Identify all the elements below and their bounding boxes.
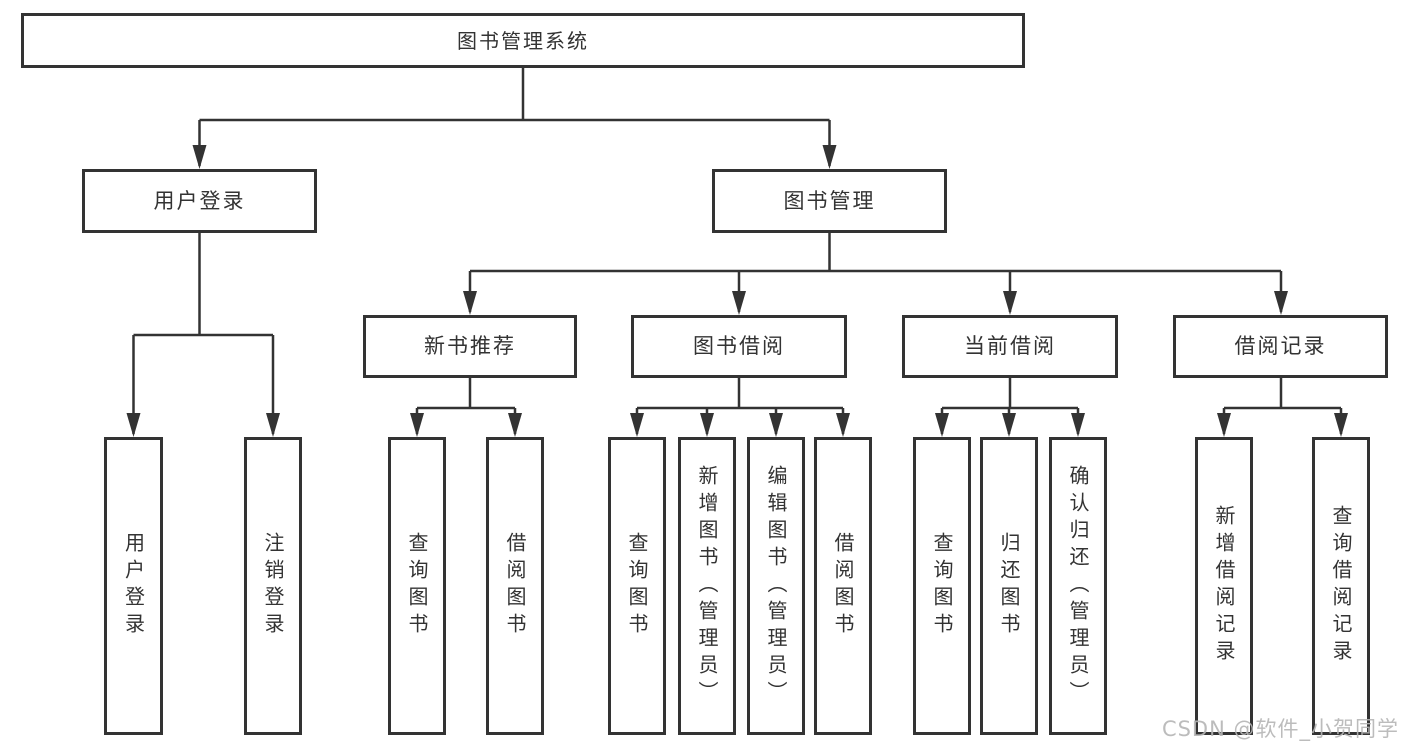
leaf-current-confirm-return: 确认归还（管理员） [1049,437,1107,735]
leaf-borrow-borrow-book: 借阅图书 [814,437,872,735]
leaf-borrow-edit-book: 编辑图书（管理员） [747,437,805,735]
leaf-current-return-book: 归还图书 [980,437,1038,735]
node-book-management: 图书管理 [712,169,947,233]
leaf-recommend-borrow-book: 借阅图书 [486,437,544,735]
leaf-borrow-add-book: 新增图书（管理员） [678,437,736,735]
leaf-record-add-record: 新增借阅记录 [1195,437,1253,735]
node-borrow-record: 借阅记录 [1173,315,1388,378]
node-root: 图书管理系统 [21,13,1025,68]
leaf-recommend-query-book: 查询图书 [388,437,446,735]
node-user-login: 用户登录 [82,169,317,233]
node-current-borrow: 当前借阅 [902,315,1118,378]
arrowheads [126,145,1348,437]
csdn-watermark: CSDN @软件_小贺同学 [1161,717,1399,741]
node-new-book-recommend: 新书推荐 [363,315,577,378]
node-book-borrow: 图书借阅 [631,315,847,378]
leaf-user-login: 用户登录 [104,437,163,735]
leaf-borrow-query-book: 查询图书 [608,437,666,735]
leaf-current-query-book: 查询图书 [913,437,971,735]
leaf-logout-login: 注销登录 [244,437,302,735]
leaf-record-query-record: 查询借阅记录 [1312,437,1370,735]
